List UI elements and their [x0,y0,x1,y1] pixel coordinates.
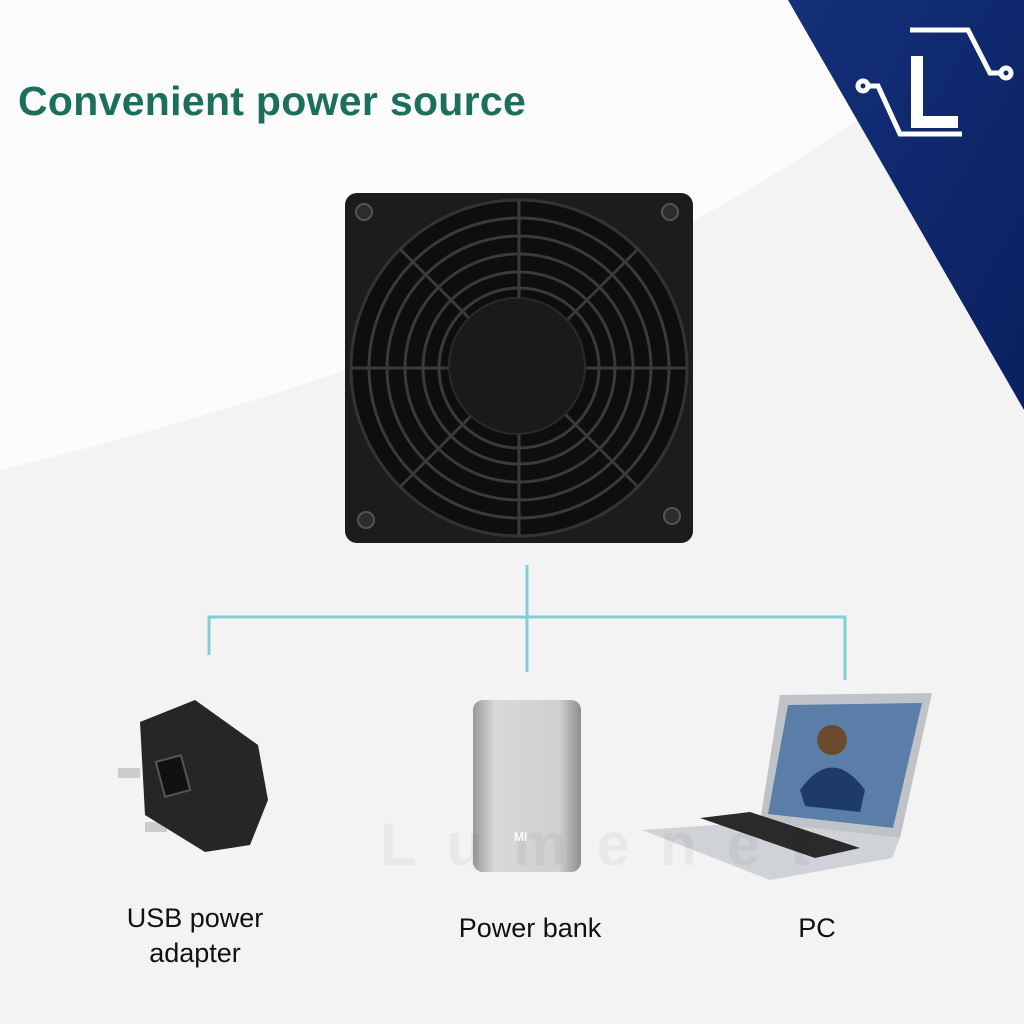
usb-adapter-image [118,700,268,852]
watermark: Lumenet [380,810,840,879]
page-title: Convenient power source [18,78,527,124]
usb-adapter-label-line2: adapter [149,938,241,968]
source-label-power-bank: Power bank [458,913,602,943]
connector-lines [207,565,847,680]
fan-image [345,193,693,543]
laptop-image [642,693,932,880]
power-bank-image [473,700,581,872]
source-label-pc: PC [798,913,836,943]
logo-icon [855,27,1014,137]
source-label-usb-adapter: USB power adapter [95,901,295,971]
usb-adapter-label-line1: USB power [126,903,264,933]
power-bank-logo: MI [514,830,528,844]
